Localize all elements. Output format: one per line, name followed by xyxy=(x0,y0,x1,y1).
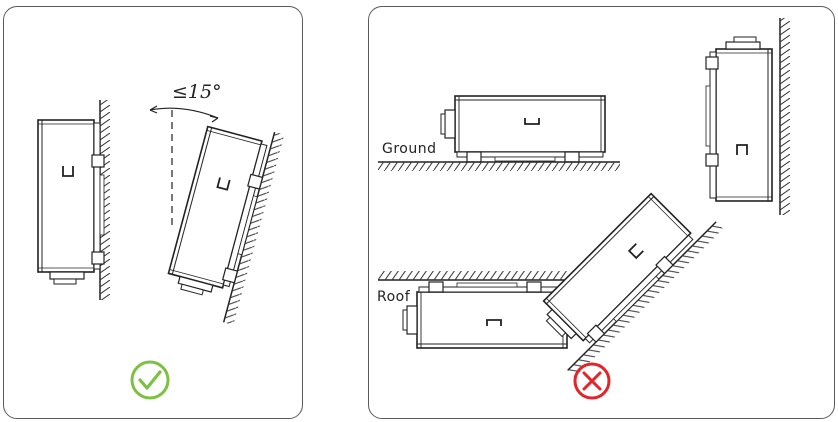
check-circle-icon xyxy=(130,360,170,400)
upside-mount-figure xyxy=(705,18,790,215)
ground-mount-figure: Ground xyxy=(378,95,620,171)
roof-label: Roof xyxy=(377,289,411,305)
tilt-angle-label: ≤15° xyxy=(172,81,222,103)
roof-mount-figure: Roof xyxy=(377,271,578,349)
overtilted-mount-figure xyxy=(534,192,724,378)
tilted-mount-figure: ≤15° xyxy=(149,81,285,325)
ground-label: Ground xyxy=(382,141,437,157)
x-circle-icon xyxy=(573,362,611,400)
vertical-mount-figure xyxy=(37,100,110,300)
